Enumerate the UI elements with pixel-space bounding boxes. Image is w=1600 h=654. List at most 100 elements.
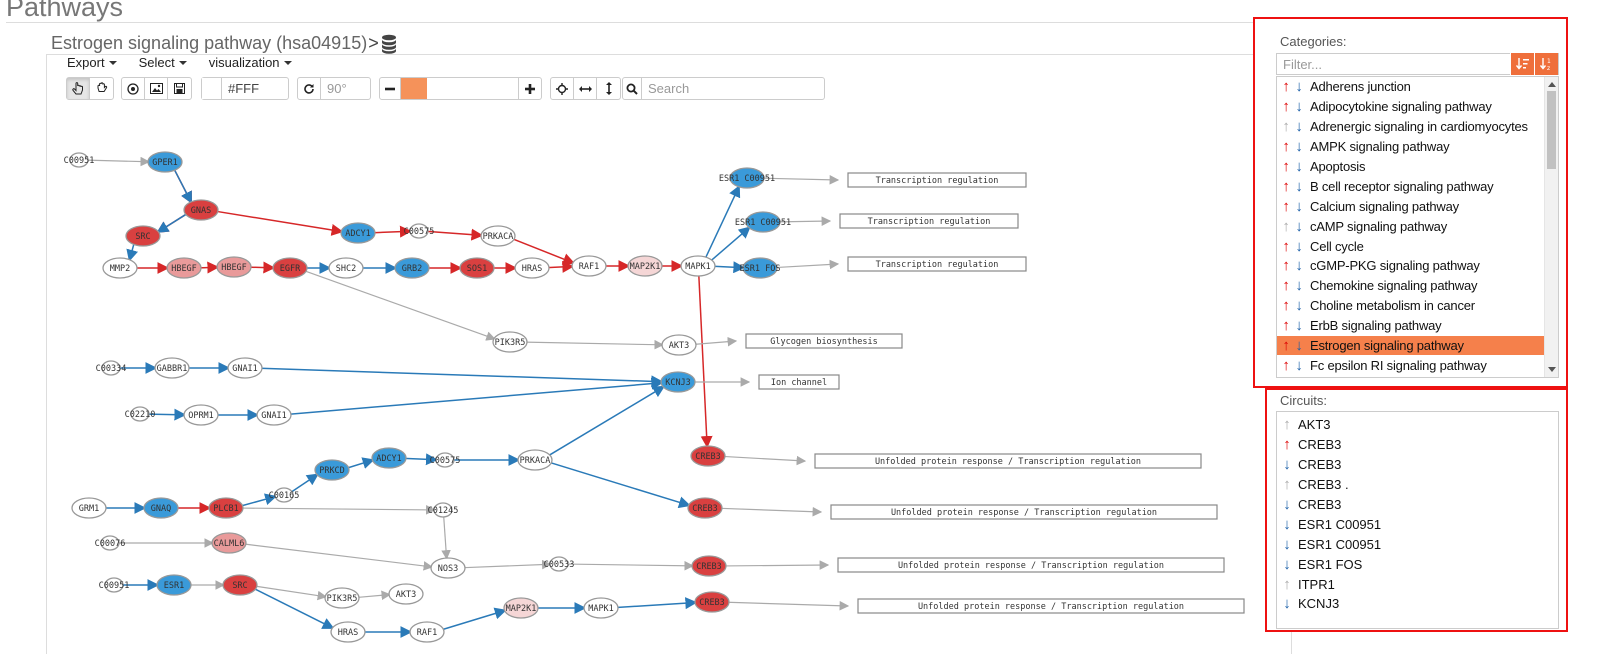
circuit-item[interactable]: ↓ESR1 C00951 — [1277, 534, 1558, 554]
gene-node[interactable]: HRAS — [330, 621, 366, 643]
center-button[interactable] — [551, 78, 574, 99]
gene-node[interactable]: GNAI1 — [256, 404, 292, 426]
gene-node[interactable]: GNAS — [183, 199, 219, 221]
rotate-input[interactable] — [321, 78, 369, 99]
gene-node[interactable]: GNAQ — [143, 497, 179, 519]
gene-node[interactable]: EGFR — [272, 257, 308, 279]
circuit-item[interactable]: ↓CREB3 — [1277, 455, 1558, 475]
categories-filter-input[interactable] — [1277, 56, 1510, 72]
function-box[interactable]: Transcription regulation — [847, 256, 1027, 272]
compound-node[interactable]: C00575 — [404, 223, 435, 239]
category-item[interactable]: ↑↓Adipocytokine signaling pathway — [1277, 97, 1558, 117]
gene-node[interactable]: GPER1 — [147, 151, 183, 173]
image-button[interactable] — [145, 78, 168, 99]
scroll-down-icon[interactable] — [1548, 367, 1556, 372]
function-box[interactable]: Transcription regulation — [847, 172, 1027, 188]
zoom-slider-fill[interactable] — [401, 78, 427, 99]
save-button[interactable] — [168, 78, 191, 99]
gene-node[interactable]: PIK3R5 — [324, 587, 360, 609]
circuit-item[interactable]: ↓ESR1 FOS — [1277, 554, 1558, 574]
zoom-in-button[interactable] — [519, 78, 541, 99]
compound-node[interactable]: C00951 — [99, 577, 130, 593]
gene-node[interactable]: HBEGF — [166, 257, 202, 279]
gene-node[interactable]: MAP2K1 — [503, 597, 539, 619]
zoom-slider-track[interactable] — [427, 78, 519, 99]
database-icon[interactable] — [381, 34, 397, 54]
circuit-item[interactable]: ↓CREB3 — [1277, 495, 1558, 515]
gene-node[interactable]: SHC2 — [328, 257, 364, 279]
gene-node[interactable]: SRC — [222, 574, 258, 596]
gene-node[interactable]: OPRM1 — [183, 404, 219, 426]
gene-node[interactable]: GRM1 — [71, 497, 107, 519]
gene-node[interactable]: PRKCD — [314, 459, 350, 481]
gene-node[interactable]: ADCY1 — [371, 447, 407, 469]
gene-node[interactable]: MAP2K1 — [627, 255, 663, 277]
circuit-item[interactable]: ↓ESR1 C00951 — [1277, 514, 1558, 534]
circuit-item[interactable]: ↑AKT3 — [1277, 415, 1558, 435]
category-item[interactable]: ↑↓Cell cycle — [1277, 236, 1558, 256]
gene-node[interactable]: CALML6 — [211, 532, 247, 554]
function-box[interactable]: Transcription regulation — [839, 213, 1019, 229]
gene-node[interactable]: SRC — [125, 225, 161, 247]
pan-button[interactable] — [90, 78, 113, 99]
scroll-thumb[interactable] — [1547, 91, 1556, 169]
category-item[interactable]: ↑↓Estrogen signaling pathway — [1277, 335, 1558, 356]
gene-node[interactable]: NOS3 — [430, 557, 466, 579]
compound-node[interactable]: C00076 — [95, 535, 126, 551]
gene-node[interactable]: ADCY1 — [340, 222, 376, 244]
gene-node[interactable]: RAF1 — [571, 255, 607, 277]
gene-node[interactable]: ESR1 C00951 — [719, 167, 775, 189]
gene-node[interactable]: CREB3 — [694, 591, 730, 613]
category-item[interactable]: ↑↓cAMP signaling pathway — [1277, 216, 1558, 236]
color-input[interactable] — [222, 78, 286, 99]
circuit-item[interactable]: ↑CREB3 — [1277, 435, 1558, 455]
function-box[interactable]: Ion channel — [758, 374, 840, 390]
gene-node[interactable]: GNAI1 — [227, 357, 263, 379]
category-item[interactable]: ↑↓Adherens junction — [1277, 77, 1558, 97]
visualization-menu[interactable]: visualization — [209, 54, 292, 70]
category-item[interactable]: ↑↓Fc gamma R-mediated phagocytosis — [1277, 375, 1558, 378]
category-item[interactable]: ↑↓Adrenergic signaling in cardiomyocytes — [1277, 117, 1558, 137]
sort-asc-button[interactable] — [1510, 53, 1534, 75]
compound-node[interactable]: C01245 — [428, 502, 459, 518]
category-item[interactable]: ↑↓Apoptosis — [1277, 157, 1558, 177]
gene-node[interactable]: MMP2 — [102, 257, 138, 279]
circuit-item[interactable]: ↓KCNJ3 — [1277, 594, 1558, 614]
circuit-item[interactable]: ↑ITPR1 — [1277, 574, 1558, 594]
category-item[interactable]: ↑↓Chemokine signaling pathway — [1277, 276, 1558, 296]
circuit-item[interactable]: ↑CREB3 . — [1277, 475, 1558, 495]
category-item[interactable]: ↑↓Choline metabolism in cancer — [1277, 296, 1558, 316]
gene-node[interactable]: MAPK1 — [680, 255, 716, 277]
gene-node[interactable]: ESR1 C00951 — [735, 211, 791, 233]
gene-node[interactable]: PRKACA — [480, 225, 516, 247]
gene-node[interactable]: CREB3 — [690, 445, 726, 467]
category-item[interactable]: ↑↓ErbB signaling pathway — [1277, 316, 1558, 336]
search-button[interactable] — [623, 78, 642, 99]
gene-node[interactable]: HBEGF — [216, 256, 252, 278]
gene-node[interactable]: ESR1 FOS — [740, 257, 781, 279]
pointer-button[interactable] — [67, 78, 90, 99]
search-input[interactable] — [642, 78, 824, 99]
color-swatch[interactable] — [202, 78, 222, 99]
compound-node[interactable]: C00165 — [269, 487, 300, 503]
fit-height-button[interactable] — [597, 78, 620, 99]
select-menu[interactable]: Select — [139, 54, 187, 70]
zoom-out-button[interactable] — [380, 78, 401, 99]
gene-node[interactable]: RAF1 — [409, 621, 445, 643]
compound-node[interactable]: C00951 — [64, 152, 95, 168]
category-item[interactable]: ↑↓Calcium signaling pathway — [1277, 196, 1558, 216]
gene-node[interactable]: HRAS — [514, 257, 550, 279]
function-box[interactable]: Unfolded protein response / Transcriptio… — [814, 453, 1202, 469]
gene-node[interactable]: AKT3 — [388, 583, 424, 605]
category-item[interactable]: ↑↓Fc epsilon RI signaling pathway — [1277, 355, 1558, 375]
rotate-button[interactable] — [298, 78, 321, 99]
category-item[interactable]: ↑↓cGMP-PKG signaling pathway — [1277, 256, 1558, 276]
scroll-up-icon[interactable] — [1548, 82, 1556, 87]
compound-node[interactable]: C00533 — [544, 556, 575, 572]
compound-node[interactable]: C00334 — [96, 360, 127, 376]
categories-scrollbar[interactable] — [1544, 77, 1558, 377]
category-item[interactable]: ↑↓AMPK signaling pathway — [1277, 137, 1558, 157]
function-box[interactable]: Unfolded protein response / Transcriptio… — [830, 504, 1218, 520]
gene-node[interactable]: MAPK1 — [583, 597, 619, 619]
